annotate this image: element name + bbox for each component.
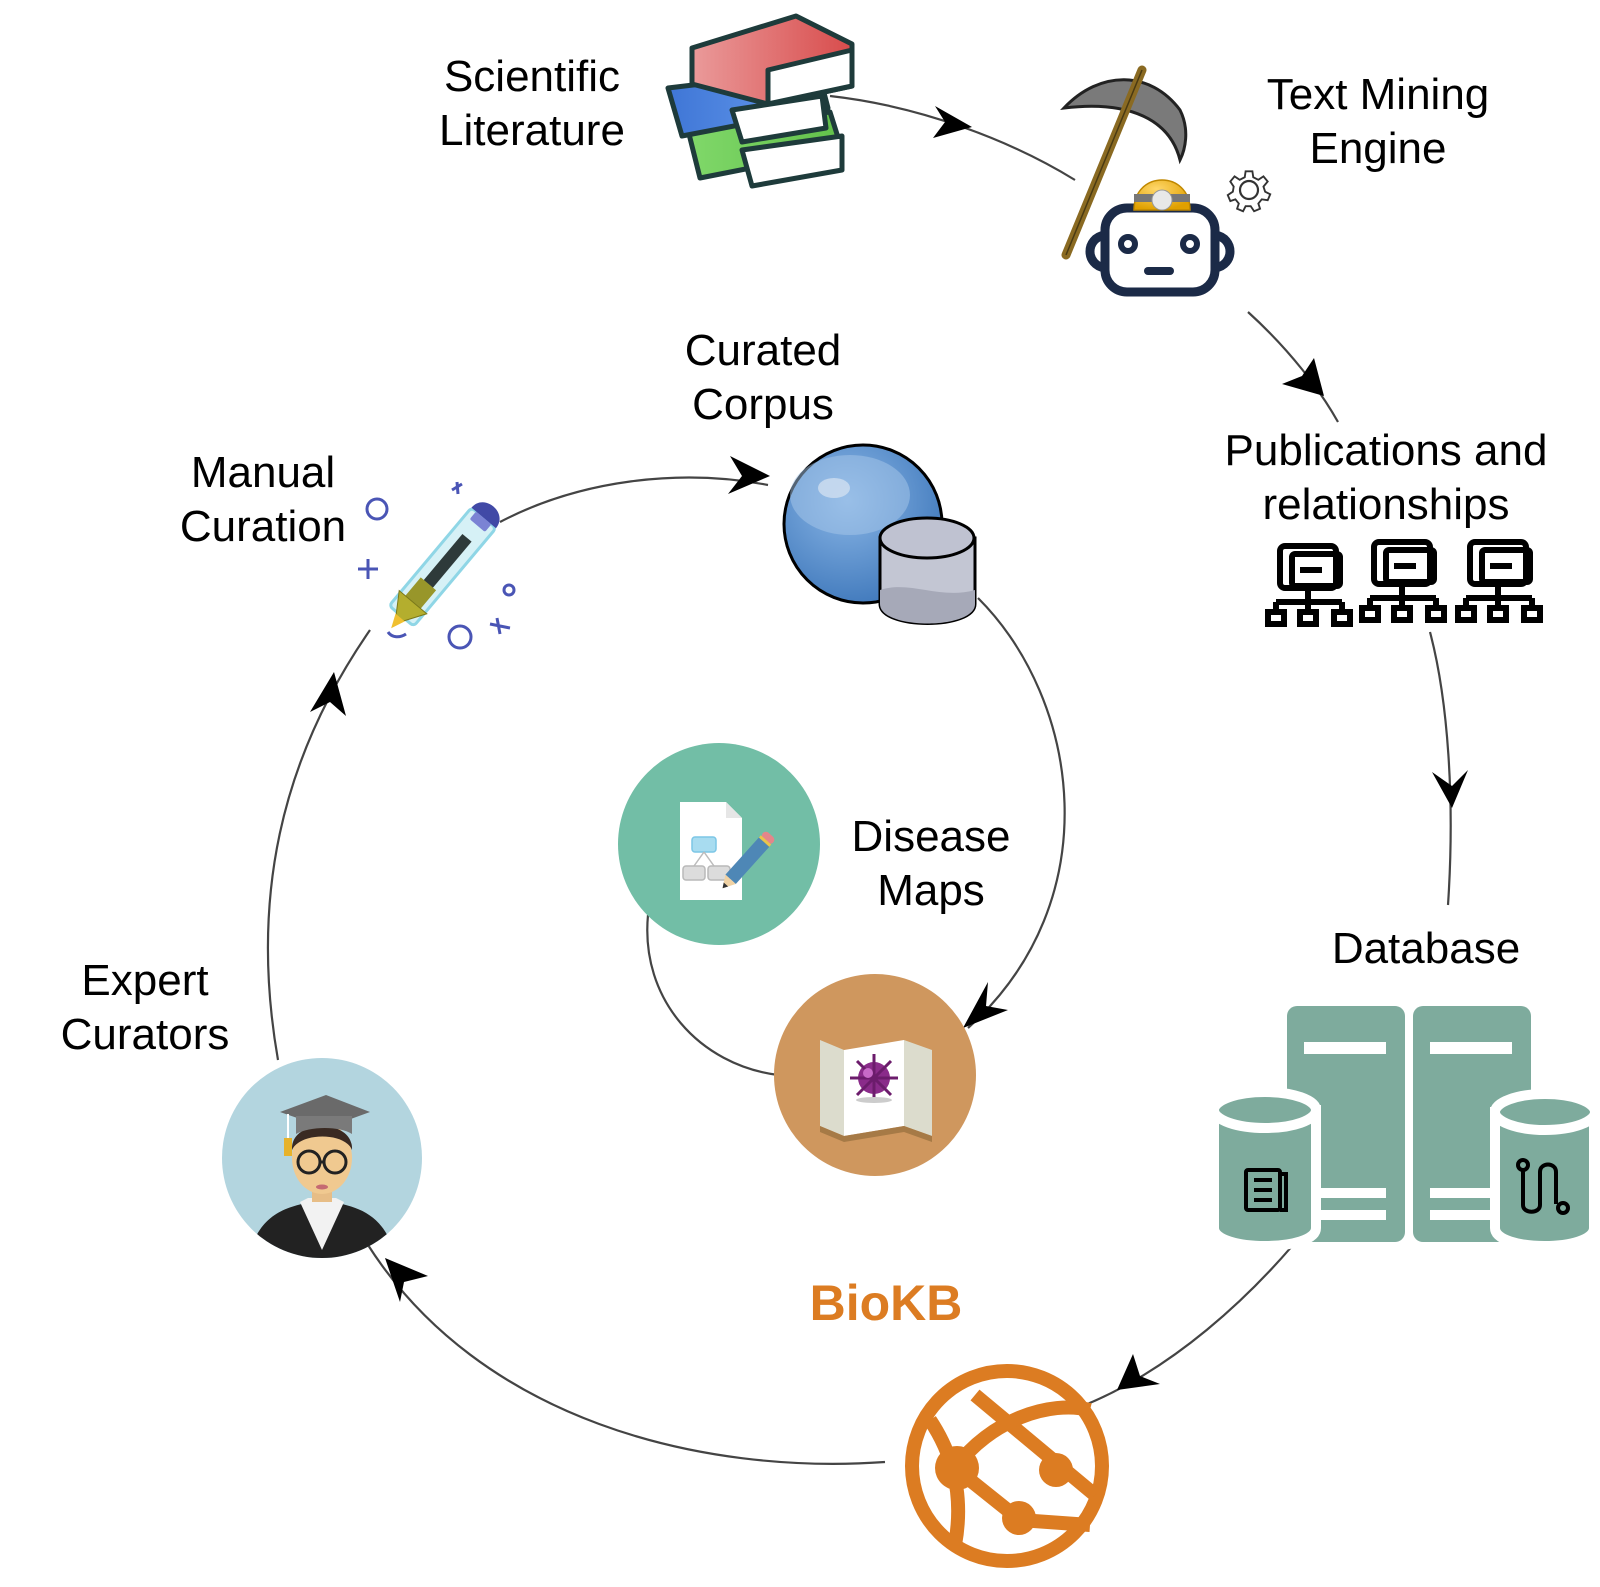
edge-literature-to-mining — [829, 94, 1076, 181]
arrowhead-icon — [963, 982, 1008, 1028]
arrowhead-icon — [728, 456, 770, 494]
edge-corpus-to-disease — [967, 597, 1066, 1029]
diagram-edit-icon — [618, 743, 820, 945]
robot-miner-icon — [1060, 65, 1272, 297]
node-label-scientific-literature: Scientific Literature — [439, 52, 625, 155]
node-label-publications-relationships: Publications and relationships — [1224, 426, 1548, 529]
arrow-heads — [310, 106, 1468, 1390]
newspaper-icon — [1244, 1168, 1288, 1212]
node-label-biokb: BioKB — [809, 1275, 963, 1331]
arrowhead-icon — [310, 672, 346, 716]
node-label-expert-curators: Expert Curators — [60, 956, 230, 1059]
arrowhead-icon — [1432, 770, 1468, 808]
node-label-disease-maps: Disease Maps — [851, 812, 1011, 915]
node-label-database: Database — [1331, 924, 1521, 973]
arrowhead-icon — [1282, 358, 1324, 396]
database-servers-icon — [1209, 1006, 1600, 1251]
disease-map-icon — [774, 974, 976, 1176]
edge-curators-to-manual — [266, 629, 371, 1061]
pen-icon — [358, 481, 516, 650]
edge-biokb-to-curators — [367, 1244, 886, 1465]
pickaxe-head — [1060, 78, 1188, 165]
network-hierarchy-icon — [1265, 539, 1543, 627]
edge-manual-to-corpus — [499, 476, 769, 523]
globe-database-icon — [782, 443, 977, 625]
graduate-avatar-icon — [222, 1058, 422, 1258]
books-icon — [665, 13, 855, 189]
arrowhead-icon — [1117, 1354, 1160, 1390]
gear-icon — [1226, 170, 1272, 213]
edge-publications-to-database — [1428, 631, 1452, 906]
globe-network-icon — [905, 1364, 1109, 1568]
connector-lines — [266, 94, 1452, 1465]
arrowhead-icon — [385, 1258, 428, 1302]
route-icon — [1516, 1158, 1570, 1215]
arrowhead-icon — [933, 106, 972, 138]
node-label-text-mining-engine: Text Mining Engine — [1266, 70, 1490, 173]
virus-icon — [850, 1054, 898, 1103]
edge-disease-loop — [646, 914, 779, 1077]
edge-mining-to-publications — [1247, 311, 1339, 423]
node-label-manual-curation: Manual Curation — [179, 448, 347, 551]
sparkle-decorations — [358, 481, 516, 650]
node-label-curated-corpus: Curated Corpus — [684, 326, 842, 429]
